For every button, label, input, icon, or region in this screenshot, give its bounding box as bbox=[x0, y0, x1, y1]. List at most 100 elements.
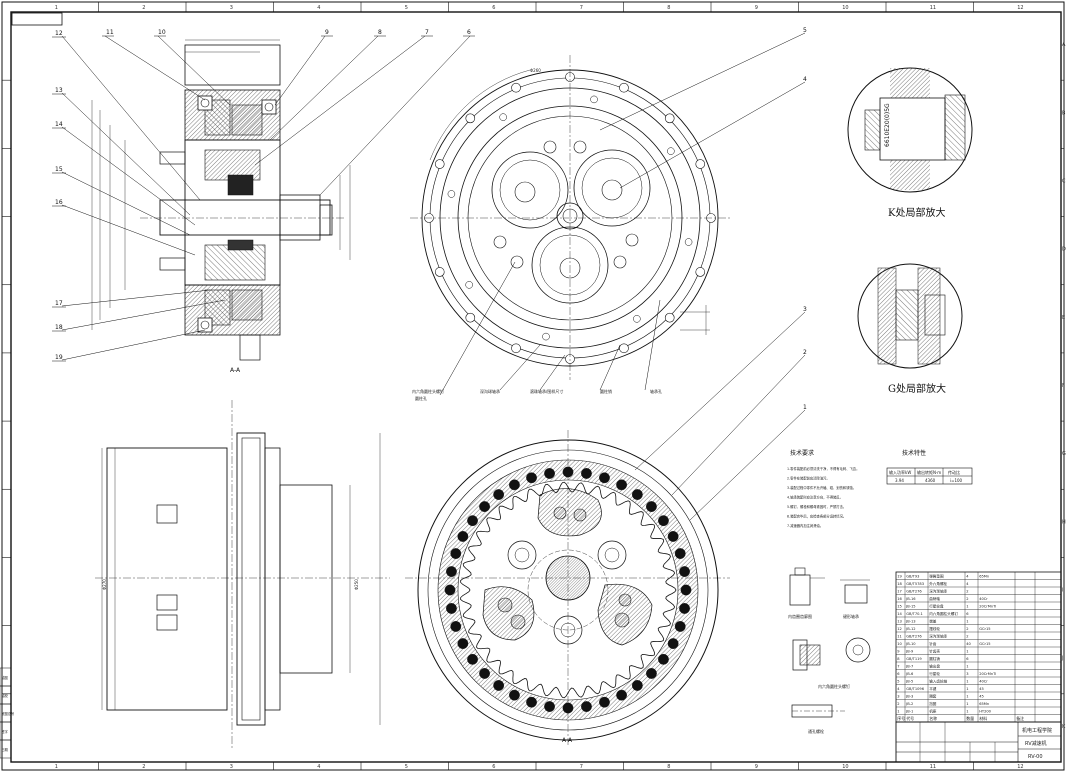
bom-cell: JB-3 bbox=[905, 695, 913, 699]
bom-cell: 输出盘 bbox=[929, 664, 940, 669]
bolt-hole bbox=[695, 159, 706, 169]
bom-cell: 8 bbox=[897, 657, 900, 661]
bom-cell: 针齿壳 bbox=[929, 649, 940, 654]
bom-cell: GCr15 bbox=[979, 642, 990, 646]
row-letter-right: D bbox=[1062, 247, 1066, 253]
needle-pin bbox=[493, 680, 505, 691]
spec-v3: i=100 bbox=[950, 478, 963, 483]
col-number-bottom: 3 bbox=[230, 764, 233, 770]
title-block bbox=[895, 721, 1062, 763]
col-number-top: 11 bbox=[930, 5, 936, 11]
needle-pin bbox=[599, 472, 610, 484]
bom-cell: GB/T70.1 bbox=[906, 612, 923, 616]
bom-cell: 40 bbox=[966, 642, 971, 646]
bom-cell: 16 bbox=[897, 597, 902, 601]
front-note-6: 圆柱孔 bbox=[415, 395, 427, 401]
left-strip-label: 签字 bbox=[2, 729, 8, 734]
row-letter-right: F bbox=[1062, 383, 1065, 389]
bom-cell: 14 bbox=[897, 612, 902, 616]
needle-pin bbox=[581, 701, 592, 712]
needle-pin bbox=[467, 653, 478, 665]
needle-pin bbox=[680, 584, 692, 596]
corner-box bbox=[11, 12, 63, 26]
bom-cell: 5 bbox=[897, 680, 899, 684]
inner-hole bbox=[465, 281, 473, 289]
bolt-hole bbox=[465, 312, 476, 323]
bom-cell: 20CrMnTi bbox=[979, 605, 996, 609]
needle-pin bbox=[446, 603, 457, 614]
row-letter-right: C bbox=[1062, 178, 1066, 184]
bom-cell: 17 bbox=[897, 590, 902, 594]
bolt-hole bbox=[664, 113, 675, 124]
bom-cell: 3 bbox=[966, 672, 968, 676]
needle-pin bbox=[616, 689, 627, 701]
bom-header-cell: 名称 bbox=[929, 715, 937, 721]
bom-header-cell: 代号 bbox=[906, 715, 914, 721]
left-strip-label: 描校 bbox=[2, 693, 9, 698]
bom-header-cell: 备注 bbox=[1016, 715, 1024, 721]
tech-req-line: 7.减速器内加注润滑油。 bbox=[787, 523, 823, 528]
front-callout-5: 5 bbox=[803, 27, 807, 34]
bom-cell: 深沟球轴承 bbox=[929, 589, 947, 594]
bom-cell: 弹簧垫圈 bbox=[929, 574, 944, 579]
bom-cell: 1 bbox=[966, 680, 968, 684]
section-callout-left: 17 bbox=[55, 300, 63, 307]
bom-cell: 4 bbox=[966, 582, 969, 586]
col-number-bottom: 10 bbox=[842, 764, 848, 770]
bom-cell: 2 bbox=[966, 635, 968, 639]
bolt-hole bbox=[511, 82, 521, 93]
row-letter-right: J bbox=[1061, 656, 1063, 662]
front-note-1: 内六角圆柱头螺钉 bbox=[412, 388, 444, 394]
part-label-3: 内六角圆柱头螺钉 bbox=[818, 683, 850, 689]
bom-cell: 端盖 bbox=[929, 619, 937, 624]
bom-cell: 2 bbox=[966, 597, 968, 601]
needle-pin bbox=[658, 515, 669, 527]
section-callout-top: 10 bbox=[158, 29, 166, 36]
row-letter-right: G bbox=[1062, 451, 1066, 457]
inner-hole bbox=[633, 315, 641, 323]
bom-cell: JB-7 bbox=[905, 665, 913, 669]
bom-cell: 2 bbox=[966, 627, 968, 631]
left-strip-label: 日期 bbox=[2, 747, 8, 752]
bom-cell: JB-12 bbox=[905, 627, 915, 631]
needle-pin bbox=[446, 566, 457, 577]
bom-cell: 摆线轮 bbox=[929, 626, 940, 631]
inner-hole bbox=[590, 95, 598, 104]
cross-section-label: A-A bbox=[562, 737, 573, 744]
row-letter-right: A bbox=[1062, 42, 1066, 48]
inner-hole bbox=[684, 238, 693, 246]
side-view bbox=[95, 400, 390, 750]
spec-h3: 传动比 bbox=[948, 469, 960, 475]
section-callout-left: 13 bbox=[55, 87, 63, 94]
front-note-3: 滚珠轴承/图样尺寸 bbox=[530, 388, 563, 394]
col-number-bottom: 8 bbox=[667, 764, 670, 770]
bom-cell: GB/T5783 bbox=[906, 582, 924, 586]
bolt-hole bbox=[695, 267, 706, 277]
col-number-bottom: 4 bbox=[317, 764, 320, 770]
detail-g-title: G处局部放大 bbox=[888, 382, 946, 395]
bom-header-cell: 序号 bbox=[897, 715, 905, 721]
bolt-hole bbox=[465, 113, 476, 124]
needle-pin bbox=[450, 548, 462, 559]
bom-cell: 1 bbox=[966, 702, 968, 706]
needle-pin bbox=[658, 653, 669, 665]
section-callout-top: 8 bbox=[378, 29, 382, 36]
needle-pin bbox=[444, 584, 456, 596]
bolt-hole bbox=[511, 343, 521, 354]
needle-pin bbox=[509, 479, 520, 491]
needle-pin bbox=[581, 468, 592, 479]
detail-k-part-text: 6610E20(0)5G bbox=[884, 103, 891, 147]
front-callout-4: 4 bbox=[803, 76, 807, 83]
col-number-top: 2 bbox=[142, 5, 145, 11]
section-callout-top: 6 bbox=[467, 29, 471, 36]
bom-cell: GB/T276 bbox=[906, 635, 922, 639]
bom-cell: GB/T1096 bbox=[906, 687, 925, 691]
needle-pin bbox=[646, 668, 657, 679]
needle-pin bbox=[479, 501, 490, 512]
